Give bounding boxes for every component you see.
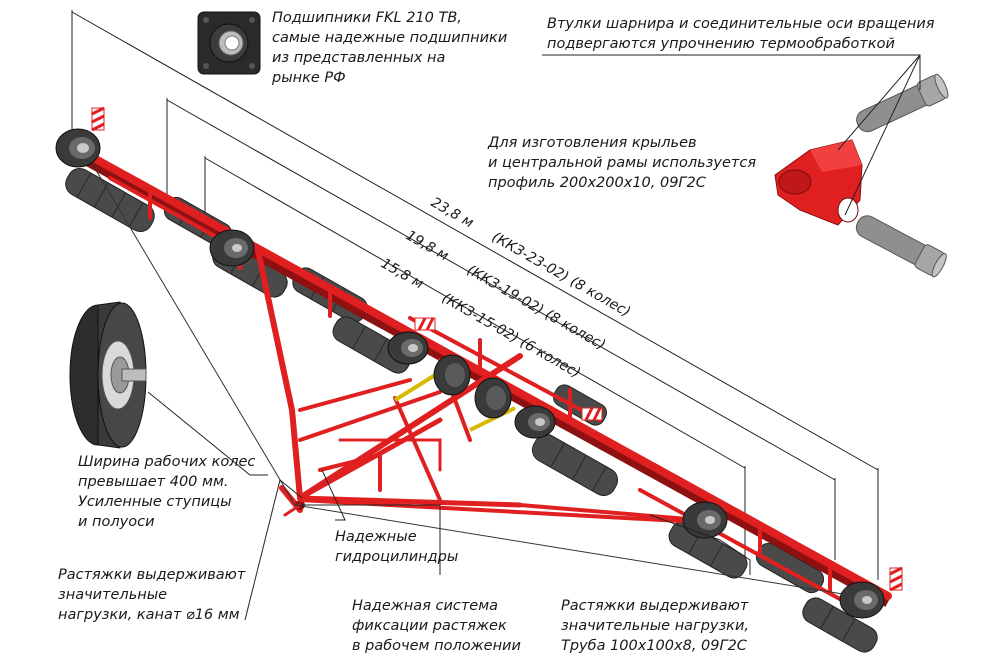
wheel bbox=[682, 501, 728, 539]
bearing-icon bbox=[197, 11, 261, 75]
hazard-sign-icon bbox=[414, 317, 436, 331]
callout-tube: Растяжки выдерживают значительные нагруз… bbox=[561, 598, 749, 654]
wheel bbox=[55, 128, 101, 168]
callout-fixation: Надежная система фиксации растяжек в раб… bbox=[352, 598, 521, 654]
dimension-length-23-8: 23,8 м bbox=[428, 195, 476, 232]
wheel bbox=[433, 354, 471, 396]
hazard-sign-icon bbox=[581, 407, 603, 421]
main-beam-shadow bbox=[69, 147, 891, 607]
axle-stub-icon bbox=[121, 368, 147, 382]
wheel-closeup bbox=[69, 301, 147, 449]
callout-hinge: Втулки шарнира и соединительные оси вращ… bbox=[547, 16, 935, 52]
callout-hydraulics: Надежные гидроцилиндры bbox=[335, 529, 459, 565]
callout-profile: Для изготовления крыльев и центральной р… bbox=[488, 135, 757, 191]
hazard-signs bbox=[91, 106, 903, 592]
roller bbox=[802, 597, 878, 653]
wheel bbox=[514, 405, 556, 439]
wheel bbox=[387, 331, 429, 365]
callout-cable: Растяжки выдерживают значительные нагруз… bbox=[58, 567, 246, 623]
stays bbox=[89, 159, 881, 601]
stay-cable-right bbox=[294, 504, 881, 601]
roller bbox=[668, 521, 748, 579]
callout-bearings: Подшипники FKL 210 TB, самые надежные по… bbox=[272, 10, 508, 86]
dimension-length-19-8: 19,8 м bbox=[403, 228, 451, 265]
wheel bbox=[839, 581, 885, 619]
dimension-line-19-8 bbox=[166, 99, 836, 481]
wheel bbox=[209, 229, 255, 267]
hydraulic-cylinders bbox=[393, 370, 516, 432]
callout-wheels: Ширина рабочих колес превышает 400 мм. У… bbox=[78, 454, 256, 530]
axle-pin-icon bbox=[855, 215, 947, 278]
dimension-lines bbox=[71, 10, 879, 580]
dimension-model-23: (ККЗ-23-02) (8 колес) bbox=[489, 229, 633, 320]
wheels bbox=[55, 128, 885, 619]
hazard-sign-icon bbox=[889, 566, 903, 592]
stay-cable-left bbox=[89, 159, 296, 506]
axle-pin-icon bbox=[856, 73, 949, 133]
dimension-line-23-8 bbox=[71, 11, 879, 471]
roller bbox=[332, 316, 412, 374]
leader-lines bbox=[147, 54, 921, 621]
dimension-line-15-8 bbox=[204, 157, 746, 469]
hazard-sign-icon bbox=[91, 106, 105, 132]
machine-frame bbox=[68, 142, 892, 612]
hinge-detail bbox=[774, 73, 949, 278]
roller bbox=[531, 433, 619, 497]
wheel bbox=[474, 377, 512, 419]
dimension-length-15-8: 15,8 м bbox=[378, 256, 426, 293]
hinge-block-icon bbox=[774, 139, 863, 226]
